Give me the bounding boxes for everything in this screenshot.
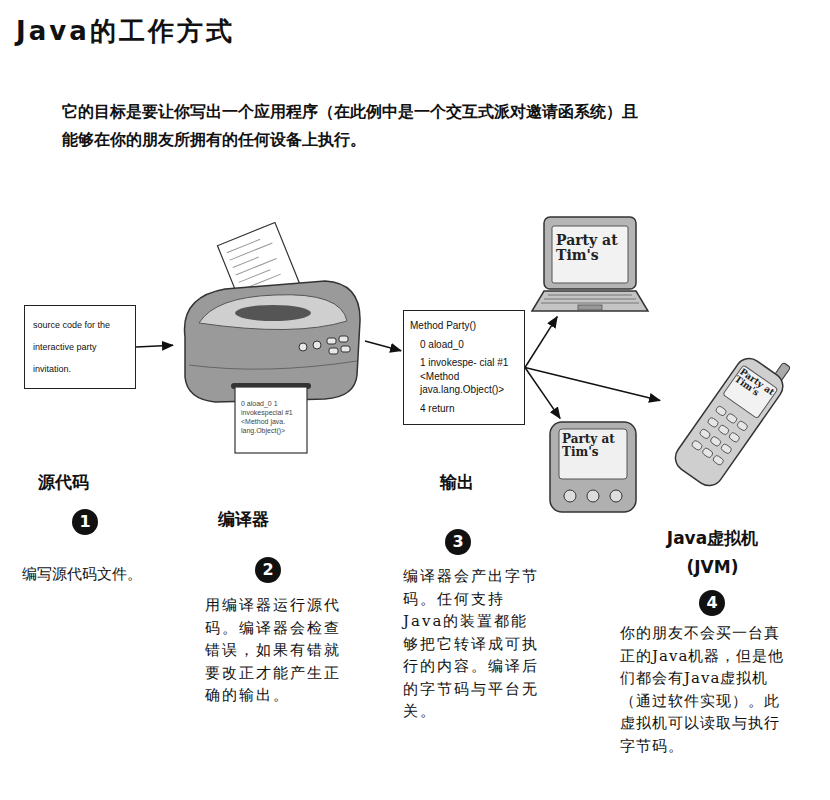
pda-illustration: [550, 422, 636, 512]
box-text: 0 aload_0: [410, 338, 518, 352]
callout-number: 3: [445, 529, 471, 555]
callout-number: 1: [72, 509, 98, 535]
intro-text: 它的目标是要让你写出一个应用程序（在此例中是一个交互式派对邀请函系统）且能够在你…: [62, 98, 652, 154]
page-title: Java的工作方式: [16, 14, 235, 49]
pda-device: Party at Tim's: [548, 420, 640, 515]
bytecode-box: Method Party() 0 aload_0 1 invokespe- cial…: [403, 310, 525, 425]
compiler-node: 0 aload_0 1 invokespecial #1 <Method jav…: [175, 225, 365, 457]
rotated-screen: Party at Tim's: [664, 339, 799, 496]
step-heading: 源代码: [38, 468, 128, 497]
laptop-device: Party at Tim's: [530, 215, 650, 315]
compiler-printer: [185, 222, 361, 453]
step-description: 用编译器运行源代码。编译器会检查错误，如果有错就要改正才能产生正确的输出。: [205, 594, 347, 707]
screen-text: Party at Tim's: [732, 367, 776, 405]
flow-arrow: [365, 341, 401, 351]
printout-text: 0 aload_0 1 invokespecial #1 <Method jav…: [241, 399, 301, 435]
callout-number: 4: [699, 590, 725, 616]
box-text: Method Party(): [410, 319, 518, 333]
screen-text: Party at Tim's: [562, 433, 624, 458]
phone-illustration: [670, 342, 796, 491]
callout-number: 2: [255, 557, 281, 583]
screen-text: Party at Tim's: [556, 233, 622, 262]
box-text: 1 invokespe- cial #1 <Method java.lang.O…: [410, 356, 518, 397]
laptop-illustration: [532, 217, 648, 311]
box-text: source code for the interactive party in…: [33, 314, 127, 380]
step-description: 编译器会产出字节码。任何支持Java的装置都能够把它转译成可执行的内容。编译后的…: [403, 565, 545, 723]
step-heading: 编译器: [218, 505, 308, 534]
flow-arrow: [525, 368, 660, 401]
box-text: 4 return: [410, 402, 518, 416]
source-code-box: source code for the interactive party in…: [24, 305, 136, 389]
flow-arrow: [136, 345, 173, 347]
flow-arrow: [525, 317, 557, 368]
flow-arrow: [525, 368, 560, 419]
step-heading: Java虚拟机 (JVM): [655, 524, 770, 582]
step-description: 编写源代码文件。: [22, 563, 182, 586]
phone-device: Party at Tim's: [662, 338, 802, 498]
step-heading: 输出: [440, 468, 510, 497]
step-description: 你的朋友不会买一台真正的Java机器，但是他们都会有Java虚拟机（通过软件实现…: [620, 622, 790, 757]
